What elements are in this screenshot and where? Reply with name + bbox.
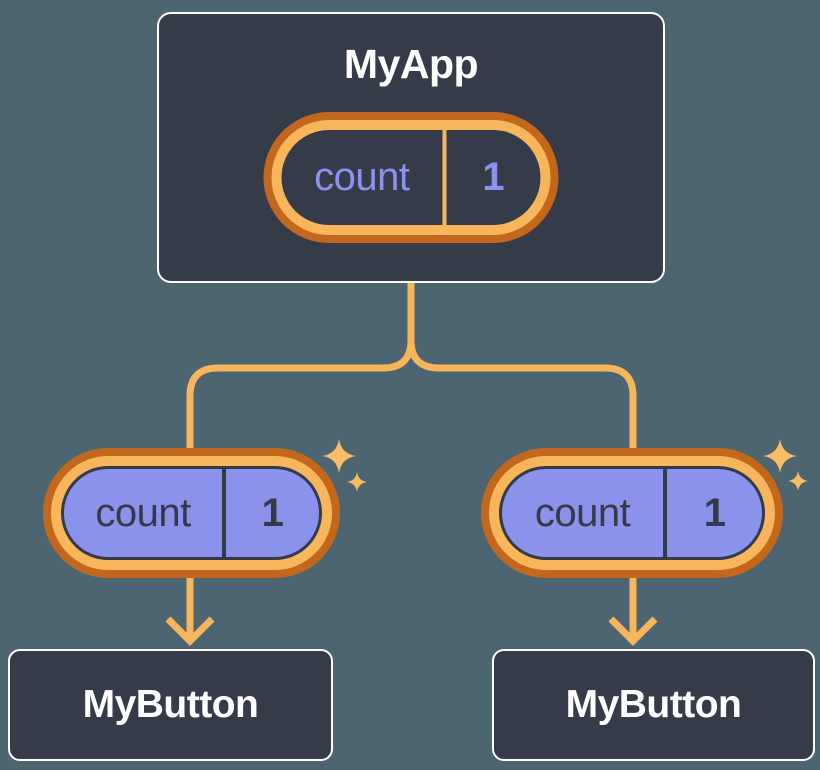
state-value: 1	[261, 490, 284, 535]
sparkle-group-right	[763, 439, 808, 491]
state-pill-content: count 1	[61, 466, 322, 560]
arrow-down-left-icon	[165, 616, 215, 646]
node-title: MyButton	[82, 683, 259, 726]
node-mybutton-left: MyButton	[8, 649, 333, 761]
sparkle-icon	[322, 439, 356, 473]
state-pill-divider	[663, 469, 668, 557]
state-name-label: count	[314, 155, 410, 199]
node-title: MyButton	[565, 683, 742, 726]
state-name-label: count	[534, 490, 631, 535]
state-name-label: count	[95, 490, 191, 535]
sparkle-group-left	[322, 439, 367, 492]
state-pill-divider	[222, 469, 227, 557]
sparkle-icon	[347, 472, 367, 492]
node-myapp: MyApp count 1	[157, 12, 665, 283]
node-mybutton-right: MyButton	[492, 649, 815, 761]
state-value: 1	[703, 490, 726, 535]
state-pill-right: count 1	[481, 448, 783, 578]
arrow-down-right-icon	[608, 616, 658, 646]
connector-right-branch	[407, 283, 637, 641]
sparkle-icon	[788, 471, 808, 491]
state-pill-divider	[442, 130, 447, 225]
node-title: MyApp	[343, 41, 479, 87]
state-pill-content: count 1	[499, 466, 765, 560]
state-pill-root: count 1	[263, 112, 559, 243]
state-pill-left: count 1	[43, 448, 340, 578]
sparkle-icon	[763, 439, 797, 473]
state-pill-content: count 1	[281, 130, 541, 225]
state-value: 1	[482, 155, 505, 199]
